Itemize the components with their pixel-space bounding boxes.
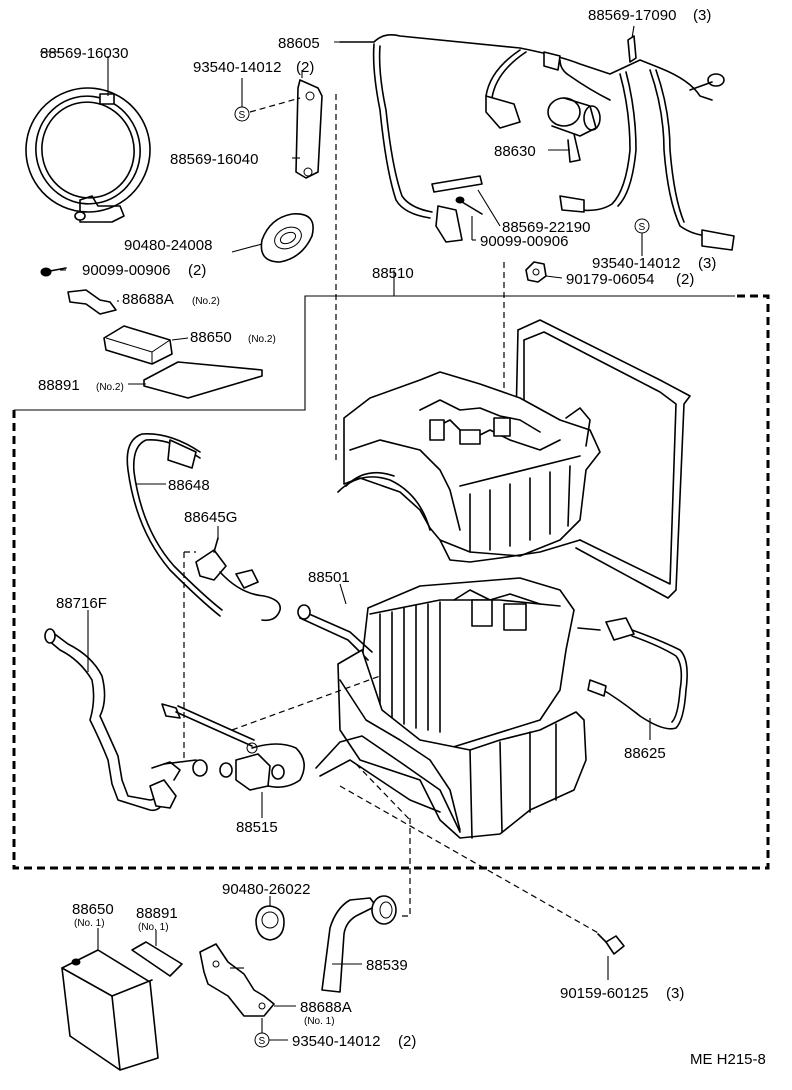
drawing-code: ME H215-8	[690, 1051, 766, 1068]
label-88650-no1-sub: (No. 1)	[74, 918, 105, 929]
s-symbol-bottom: S	[254, 1018, 288, 1048]
label-93540-14012-right: 93540-14012	[592, 255, 680, 272]
assembly-88510-boundary	[12, 294, 770, 870]
part-90179-06054-nut	[335, 94, 563, 460]
leader-lines	[40, 51, 395, 969]
label-88510: 88510	[372, 265, 414, 282]
label-88569-16030: 88569-16030	[40, 45, 128, 62]
label-88688A-no1: 88688A	[300, 999, 352, 1016]
label-93540-14012-bottom: 93540-14012	[292, 1033, 380, 1050]
part-90159-60125-bolt	[597, 933, 625, 980]
label-90099-00906-left: 90099-00906	[82, 262, 170, 279]
label-88650-no2-sub: (No.2)	[248, 334, 276, 345]
label-88515: 88515	[236, 819, 278, 836]
s-symbol-top: S	[234, 78, 301, 122]
part-90480-26022-grommet	[255, 896, 285, 941]
part-88569-17090-clip	[627, 25, 637, 63]
label-90480-26022: 90480-26022	[222, 881, 310, 898]
part-88891-no2-seal	[143, 361, 263, 399]
part-88501-evaporator	[297, 577, 587, 839]
label-88569-16040: 88569-16040	[170, 151, 258, 168]
label-88650-no1: 88650	[72, 901, 114, 918]
part-88648-sensor-wire	[126, 433, 223, 617]
part-88650-no1-amplifier	[61, 928, 159, 1071]
label-88569-17090: 88569-17090	[588, 7, 676, 24]
label-88688A-no2-sub: (No.2)	[192, 296, 220, 307]
part-88569-16030-ring-bracket	[25, 56, 151, 223]
label-88716F: 88716F	[56, 595, 107, 612]
part-88688A-no1-bracket	[199, 943, 296, 1017]
label-88630: 88630	[494, 143, 536, 160]
label-93540-14012-bottom-qty: (2)	[398, 1033, 416, 1050]
part-90480-24008-grommet	[260, 213, 314, 263]
part-88605-wire-harness	[334, 34, 735, 251]
svg-text:S: S	[239, 110, 246, 121]
label-93540-14012-right-qty: (3)	[698, 255, 716, 272]
label-88569-22190: 88569-22190	[502, 219, 590, 236]
label-88688A-no2: 88688A	[122, 291, 174, 308]
part-88688A-no2-bracket	[67, 289, 117, 315]
label-90159-60125: 90159-60125	[560, 985, 648, 1002]
part-88625-sensor-wire	[577, 617, 688, 740]
label-88891-no1-sub: (No. 1)	[138, 922, 169, 933]
label-88625: 88625	[624, 745, 666, 762]
label-88569-17090-qty: (3)	[693, 7, 711, 24]
label-88891-no1: 88891	[136, 905, 178, 922]
svg-text:S: S	[639, 222, 646, 233]
label-93540-14012-top: 93540-14012	[193, 59, 281, 76]
label-90099-00906-left-qty: (2)	[188, 262, 206, 279]
label-88650-no2: 88650	[190, 329, 232, 346]
part-88515-expansion-valve	[161, 703, 305, 818]
label-88688A-no1-sub: (No. 1)	[304, 1016, 335, 1027]
label-90480-24008: 90480-24008	[124, 237, 212, 254]
part-88630-relay	[547, 97, 601, 163]
label-88605: 88605	[278, 35, 320, 52]
label-88648: 88648	[168, 477, 210, 494]
s-symbol-right: S	[634, 218, 650, 256]
assembly-dash-leads	[231, 583, 601, 935]
label-88891-no2-sub: (No.2)	[96, 382, 124, 393]
label-90159-60125-qty: (3)	[666, 985, 684, 1002]
label-90179-06054-qty: (2)	[676, 271, 694, 288]
part-88569-22190-plate	[431, 175, 501, 227]
svg-text:S: S	[259, 1036, 266, 1047]
part-90099-00906-screw-left	[40, 267, 67, 277]
part-labels: 88569-16030 93540-14012 (2) 88569-16040 …	[38, 7, 766, 1068]
part-90099-00906-screw-mid	[455, 196, 483, 241]
label-88891-no2: 88891	[38, 377, 80, 394]
label-88645G: 88645G	[184, 509, 237, 526]
label-90099-00906-mid: 90099-00906	[480, 233, 568, 250]
part-88891-no1-seal	[131, 930, 183, 977]
part-88510-upper-case	[337, 319, 691, 599]
part-88569-16040-bracket	[292, 70, 323, 179]
part-88645G-sensor	[183, 526, 281, 760]
part-88650-no2-amplifier	[103, 325, 173, 365]
label-93540-14012-top-qty: (2)	[296, 59, 314, 76]
label-88501: 88501	[308, 569, 350, 586]
part-88539-drain-hose	[321, 895, 397, 993]
label-88539: 88539	[366, 957, 408, 974]
part-88716F-hose	[44, 610, 208, 812]
label-90179-06054: 90179-06054	[566, 271, 654, 288]
